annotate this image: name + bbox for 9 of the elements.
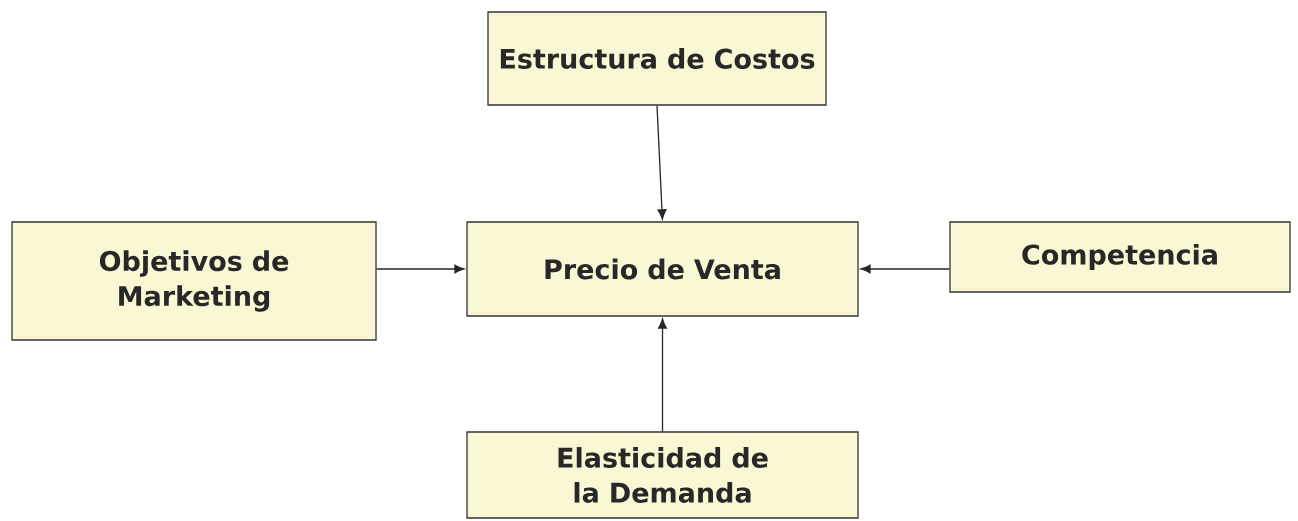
arrow: [656, 105, 667, 220]
box: Precio de Venta: [466, 221, 859, 317]
arrow: [658, 318, 667, 432]
box: Elasticidad de la Demanda: [466, 431, 859, 519]
box: Estructura de Costos: [487, 11, 827, 106]
arrow: [860, 264, 950, 274]
box: Competencia: [949, 221, 1291, 293]
box: Objetivos de Marketing: [11, 221, 377, 341]
arrow: [376, 264, 465, 274]
